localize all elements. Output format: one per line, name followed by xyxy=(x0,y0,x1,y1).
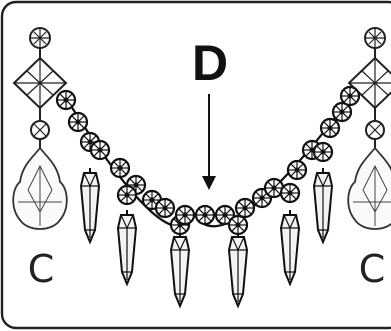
arrow-down-icon xyxy=(202,94,216,190)
right-ornament xyxy=(347,27,391,230)
label-c-right: C xyxy=(359,247,386,291)
label-c-left: C xyxy=(28,247,55,291)
left-ornament xyxy=(12,27,68,230)
label-d: D xyxy=(192,35,228,91)
